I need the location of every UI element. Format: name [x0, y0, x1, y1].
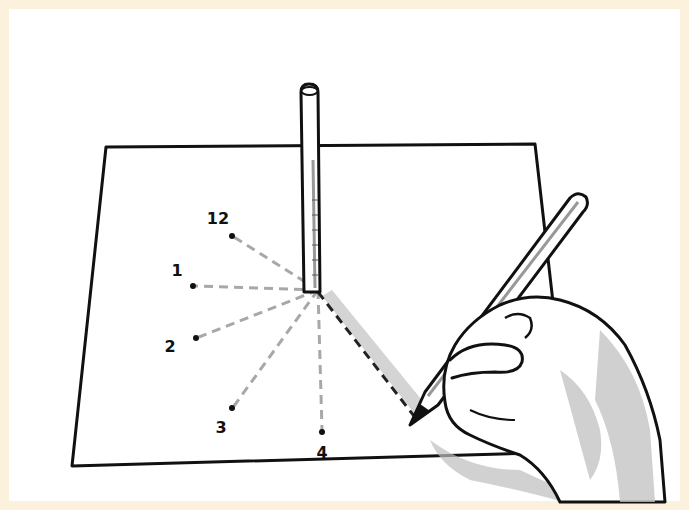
knuckle — [505, 314, 532, 338]
hour-dot — [190, 283, 196, 289]
pencil-tip — [410, 404, 430, 425]
hour-line — [318, 290, 322, 430]
shadow-line — [318, 292, 414, 416]
hour-line — [196, 286, 318, 290]
hand-shade — [595, 330, 655, 502]
hour-dot — [229, 233, 235, 239]
hand — [444, 297, 665, 502]
stick-ticks — [312, 200, 318, 275]
hour-number: 4 — [316, 445, 327, 461]
shadow — [322, 290, 430, 418]
hour-dot — [319, 429, 325, 435]
hour-line — [199, 290, 318, 337]
hour-dot — [229, 405, 235, 411]
hour-number: 12 — [207, 211, 229, 227]
hour-number: 3 — [215, 420, 226, 436]
hour-number: 2 — [164, 339, 175, 355]
stick-top — [302, 87, 318, 95]
hour-number: 1 — [171, 263, 182, 279]
stick — [301, 84, 320, 292]
finger-line — [470, 410, 515, 420]
stick-shade — [313, 160, 315, 288]
hour-dot — [193, 335, 199, 341]
hour-line — [234, 290, 318, 406]
hand-shade — [560, 370, 601, 480]
thumb — [450, 344, 522, 378]
panel — [9, 9, 680, 501]
